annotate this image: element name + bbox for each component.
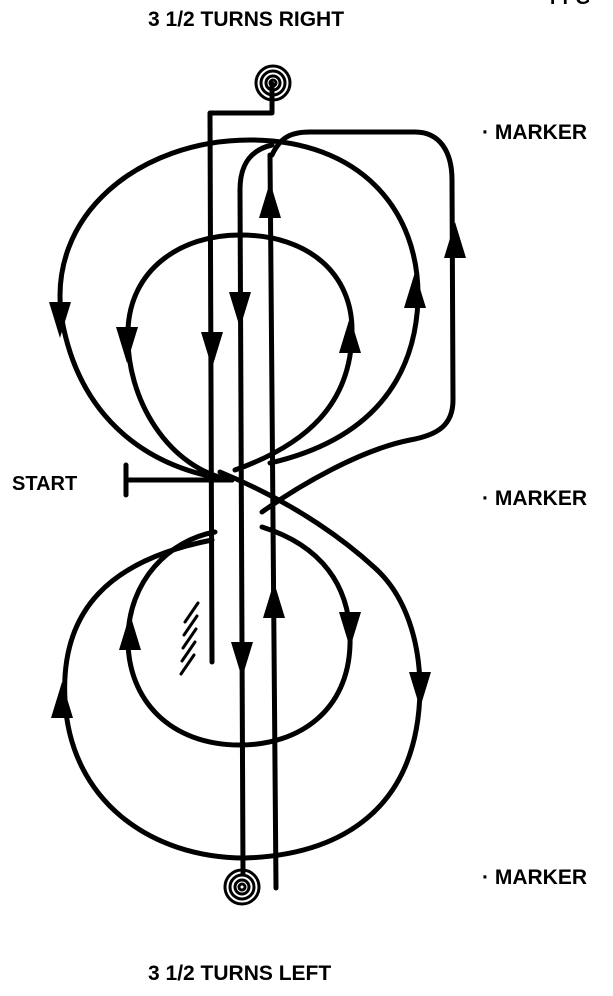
arrowhead-icon bbox=[119, 614, 141, 650]
bottom-outer-loop bbox=[62, 469, 423, 861]
arrowhead-icon bbox=[259, 182, 281, 218]
arrowhead-icon bbox=[231, 642, 253, 678]
marker-label-1: · MARKER bbox=[482, 121, 587, 145]
right-vertical-path bbox=[267, 152, 279, 891]
arrowhead-icon bbox=[339, 612, 361, 648]
arrowhead-icon bbox=[201, 332, 223, 368]
corner-partial-label: PPG bbox=[550, 0, 590, 10]
arrowhead-icon bbox=[409, 672, 431, 708]
top-outer-loop bbox=[57, 137, 421, 483]
marker-label-2: · MARKER bbox=[482, 487, 587, 511]
right-boxed-path bbox=[259, 129, 456, 515]
start-label: START bbox=[12, 473, 78, 495]
top-spiral-icon bbox=[254, 64, 292, 102]
arrowhead-icon bbox=[263, 582, 285, 618]
bottom-spiral-icon bbox=[223, 868, 261, 906]
arrowhead-icon bbox=[404, 272, 426, 308]
marker-bullet: · bbox=[482, 121, 489, 144]
marker-bullet: · bbox=[482, 487, 489, 510]
arrowhead-icon bbox=[51, 682, 73, 718]
marker-bullet: · bbox=[482, 866, 489, 889]
bottom-turns-label: 3 1/2 TURNS LEFT bbox=[148, 962, 332, 985]
marker-text: MARKER bbox=[494, 487, 588, 510]
hatch-marks-icon bbox=[179, 601, 200, 676]
marker-text: MARKER bbox=[494, 866, 588, 889]
bottom-inner-loop bbox=[125, 524, 353, 748]
marker-text: MARKER bbox=[494, 121, 588, 144]
arrowhead-icon bbox=[444, 222, 466, 258]
arrowhead-icon bbox=[339, 317, 361, 353]
start-line bbox=[123, 462, 235, 498]
arrowhead-icon bbox=[49, 302, 71, 338]
arrowhead-icon bbox=[229, 292, 251, 328]
center-vertical-path bbox=[237, 142, 275, 876]
top-turns-label: 3 1/2 TURNS RIGHT bbox=[148, 8, 345, 31]
arrowhead-icon bbox=[116, 327, 138, 363]
marker-label-3: · MARKER bbox=[482, 866, 587, 890]
